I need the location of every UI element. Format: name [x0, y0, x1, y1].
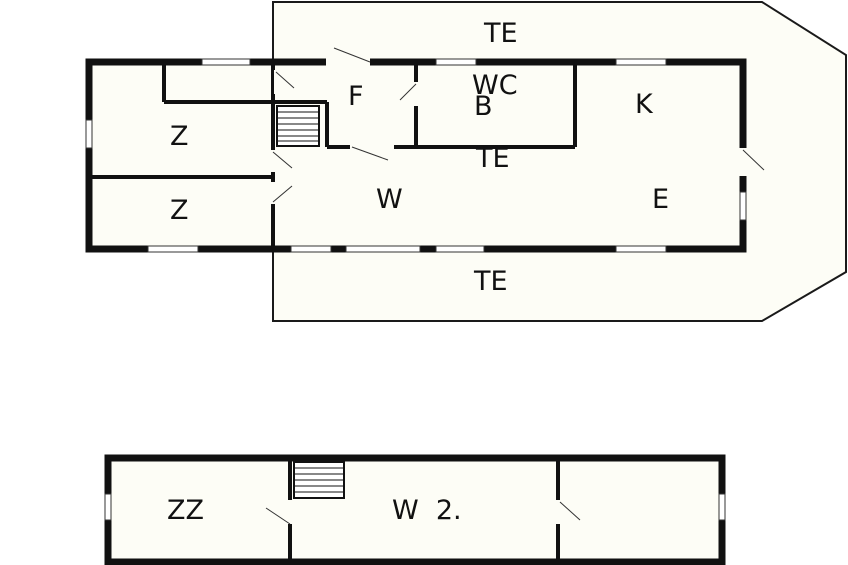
room-f-label: F: [348, 81, 364, 112]
upper-floor-area: [108, 458, 722, 562]
upper-floor-staircase: [293, 461, 345, 499]
room-wc-label: WC: [472, 70, 518, 101]
terrace-top-label: TE: [483, 18, 518, 49]
upper-floor-walls: [104, 454, 726, 565]
room-zz-label: ZZ: [167, 495, 204, 526]
room-z-upper-label: Z: [170, 121, 189, 152]
terrace-bottom-label: TE: [473, 266, 508, 297]
upper-floor-windows: [104, 493, 726, 521]
room-w-label: W: [376, 184, 403, 215]
room-w2-label: W 2.: [392, 495, 462, 526]
ground-floor-windows: [85, 58, 747, 253]
upper-floor-doors: [265, 500, 581, 525]
room-b-label: B: [474, 91, 493, 122]
terrace-middle-label: TE: [475, 143, 510, 174]
room-z-lower-label: Z: [170, 195, 189, 226]
ground-floor-staircase: [276, 105, 320, 147]
room-k-label: K: [635, 89, 654, 120]
room-e-label: E: [652, 184, 669, 215]
ground-floor-doors: [271, 47, 765, 204]
